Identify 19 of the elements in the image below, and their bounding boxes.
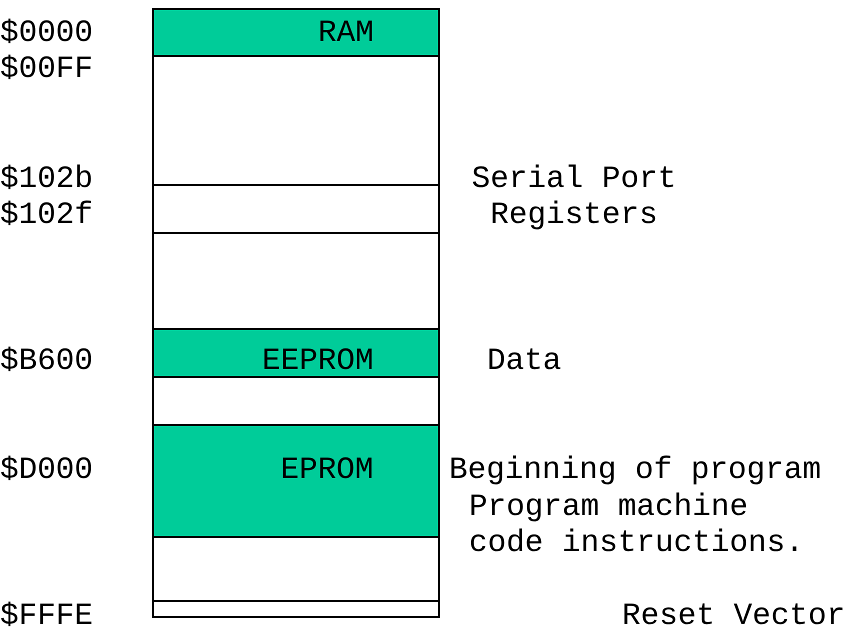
region-description: Beginning of program (449, 453, 822, 489)
address-label: $D000 (0, 453, 94, 489)
region-description: Serial Port Registers (470, 162, 678, 234)
address-label: $102f (0, 198, 94, 234)
address-label: $FFFE (0, 599, 94, 633)
region-description: Reset Vector (622, 599, 846, 633)
memory-region (152, 8, 440, 57)
region-description: Program machine code instructions. (469, 490, 805, 562)
region-label: RAM (318, 16, 374, 52)
region-label: EEPROM (262, 344, 374, 380)
memory-region (152, 600, 440, 618)
address-label: $B600 (0, 344, 94, 380)
memory-region (152, 55, 440, 186)
region-description: Data (487, 344, 562, 380)
address-label: $00FF (0, 52, 94, 88)
address-label: $102b (0, 162, 94, 198)
address-label: $0000 (0, 16, 94, 52)
memory-region (152, 536, 440, 602)
region-label: EPROM (280, 453, 374, 489)
